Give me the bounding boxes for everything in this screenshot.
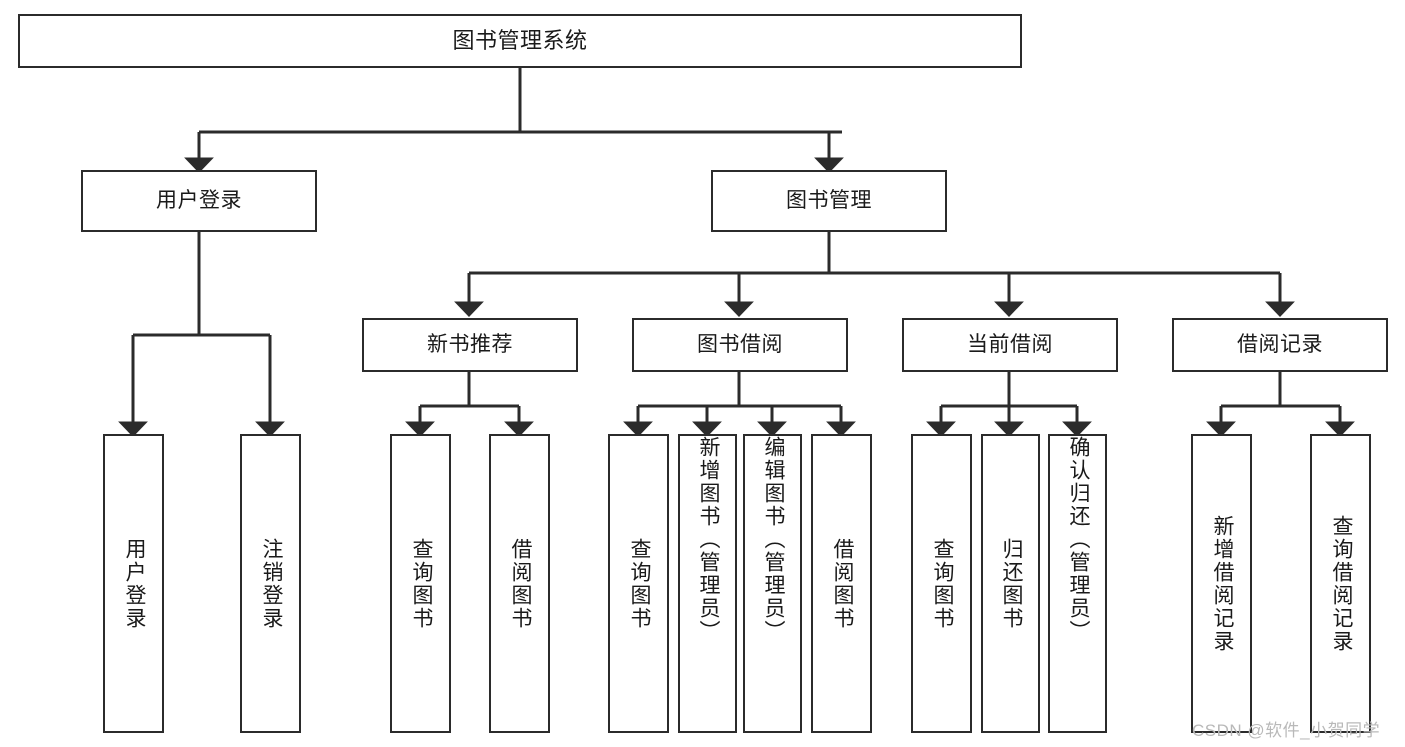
- node-book-borrow[interactable]: 图书借阅: [632, 318, 848, 372]
- node-borrow-record[interactable]: 借阅记录: [1172, 318, 1388, 372]
- node-label: 当前借阅: [967, 332, 1053, 356]
- node-label: 图书管理: [786, 188, 872, 212]
- node-label: 借阅图书: [508, 537, 532, 630]
- node-label: 新增借阅记录: [1210, 514, 1234, 653]
- leaf-current-return-books[interactable]: 归还图书: [981, 434, 1040, 733]
- node-label: 查询借阅记录: [1329, 514, 1353, 653]
- node-label: 用户登录: [122, 537, 146, 630]
- leaf-current-confirm-return-admin[interactable]: 确认归还（管理员）: [1048, 434, 1107, 733]
- leaf-user-login-logout[interactable]: 注销登录: [240, 434, 301, 733]
- node-label: 图书管理系统: [452, 28, 588, 54]
- node-book-management[interactable]: 图书管理: [711, 170, 947, 232]
- node-label: 借阅记录: [1237, 332, 1323, 356]
- node-label: 新增图书（管理员）: [696, 436, 720, 643]
- leaf-borrow-edit-book-admin[interactable]: 编辑图书（管理员）: [743, 434, 802, 733]
- leaf-new-book-query-books[interactable]: 查询图书: [390, 434, 451, 733]
- node-label: 查询图书: [409, 537, 433, 630]
- node-label: 图书借阅: [697, 332, 783, 356]
- leaf-new-book-borrow-books[interactable]: 借阅图书: [489, 434, 550, 733]
- node-new-book-recommend[interactable]: 新书推荐: [362, 318, 578, 372]
- node-label: 归还图书: [999, 537, 1023, 630]
- node-user-login[interactable]: 用户登录: [81, 170, 317, 232]
- node-current-borrow[interactable]: 当前借阅: [902, 318, 1118, 372]
- leaf-borrow-query-books[interactable]: 查询图书: [608, 434, 669, 733]
- node-label: 编辑图书（管理员）: [761, 436, 785, 643]
- leaf-record-query-record[interactable]: 查询借阅记录: [1310, 434, 1371, 733]
- leaf-record-add-record[interactable]: 新增借阅记录: [1191, 434, 1252, 733]
- node-label: 查询图书: [627, 537, 651, 630]
- leaf-borrow-add-book-admin[interactable]: 新增图书（管理员）: [678, 434, 737, 733]
- leaf-borrow-borrow-books[interactable]: 借阅图书: [811, 434, 872, 733]
- leaf-current-query-books[interactable]: 查询图书: [911, 434, 972, 733]
- node-label: 用户登录: [156, 188, 242, 212]
- node-label: 查询图书: [930, 537, 954, 630]
- node-label: 注销登录: [259, 537, 283, 630]
- node-label: 借阅图书: [830, 537, 854, 630]
- node-label: 确认归还（管理员）: [1066, 436, 1090, 643]
- node-label: 新书推荐: [427, 332, 513, 356]
- leaf-user-login-login[interactable]: 用户登录: [103, 434, 164, 733]
- node-root-book-management-system[interactable]: 图书管理系统: [18, 14, 1022, 68]
